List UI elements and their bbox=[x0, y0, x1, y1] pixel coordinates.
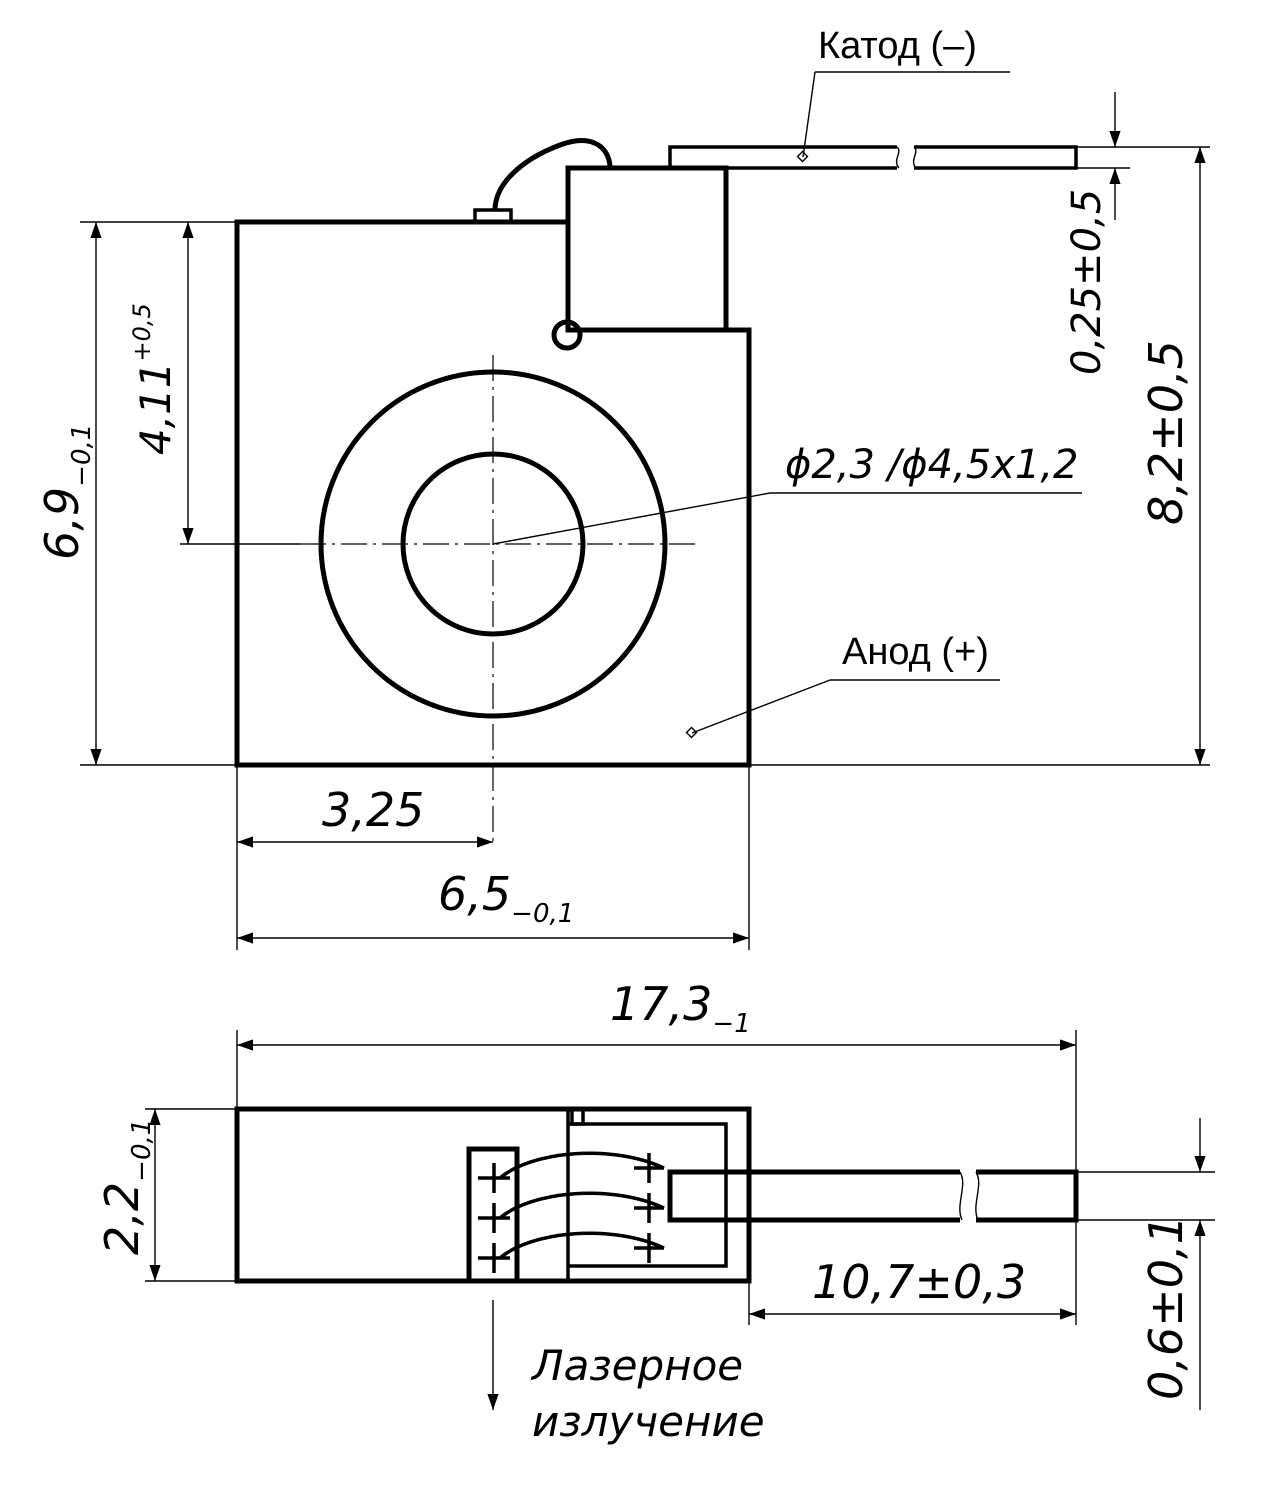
side-top-tab bbox=[570, 1107, 585, 1126]
lead-break-mark bbox=[895, 146, 917, 169]
chip-plus-marks bbox=[478, 1163, 510, 1273]
side-lead-break bbox=[959, 1171, 980, 1221]
dim-width-main: 6,5−0,1 bbox=[438, 867, 574, 929]
wire-3 bbox=[498, 1231, 665, 1260]
wire-1 bbox=[498, 1151, 665, 1180]
label-anode: Анод (+) bbox=[842, 631, 989, 673]
side-inner-frame bbox=[566, 1109, 728, 1281]
label-cathode: Катод (–) bbox=[818, 25, 977, 67]
anode-leader bbox=[691, 679, 831, 734]
cathode-leader-dot bbox=[796, 150, 809, 163]
label-aperture: ϕ2,3 /ϕ4,5x1,2 bbox=[785, 442, 1078, 488]
pad-plus-marks bbox=[634, 1153, 664, 1263]
cathode-lead bbox=[668, 145, 1078, 170]
side-lead bbox=[667, 1169, 1079, 1223]
cathode-holder bbox=[565, 165, 729, 333]
aperture-leader bbox=[492, 492, 771, 545]
dim-total-length: 17,3−1 bbox=[610, 977, 751, 1039]
label-laser-line2: излучение bbox=[532, 1397, 765, 1446]
dim-center-x: 3,25 bbox=[322, 783, 424, 837]
bond-wire bbox=[492, 138, 613, 211]
dim-lead-thickness: 0,6±0,1 bbox=[1139, 1215, 1193, 1400]
dim-height-main: 6,9−0,1 bbox=[35, 424, 97, 560]
anode-leader-dot bbox=[685, 726, 698, 739]
dim-thickness: 2,2−0,1 bbox=[95, 1119, 157, 1255]
side-view: 17,3−1 2,2−0,1 10,7±0,3 0,6±0,1 Лазерное… bbox=[95, 977, 1215, 1446]
dim-lead-offset: 0,25±0,5 bbox=[1064, 189, 1110, 375]
mount-hole bbox=[551, 319, 583, 351]
dim-total-height: 8,2±0,5 bbox=[1139, 340, 1193, 525]
dim-lead-length: 10,7±0,3 bbox=[812, 1255, 1026, 1309]
label-laser-line1: Лазерное bbox=[530, 1341, 743, 1390]
cathode-leader bbox=[802, 71, 816, 158]
dim-center-height: 4,11+0,5 bbox=[128, 303, 180, 455]
laser-chip-block bbox=[466, 1146, 520, 1284]
top-view: Катод (–) Анод (+) ϕ2,3 /ϕ4,5x1,2 6,9−0,… bbox=[35, 25, 1210, 950]
wire-2 bbox=[498, 1191, 665, 1220]
